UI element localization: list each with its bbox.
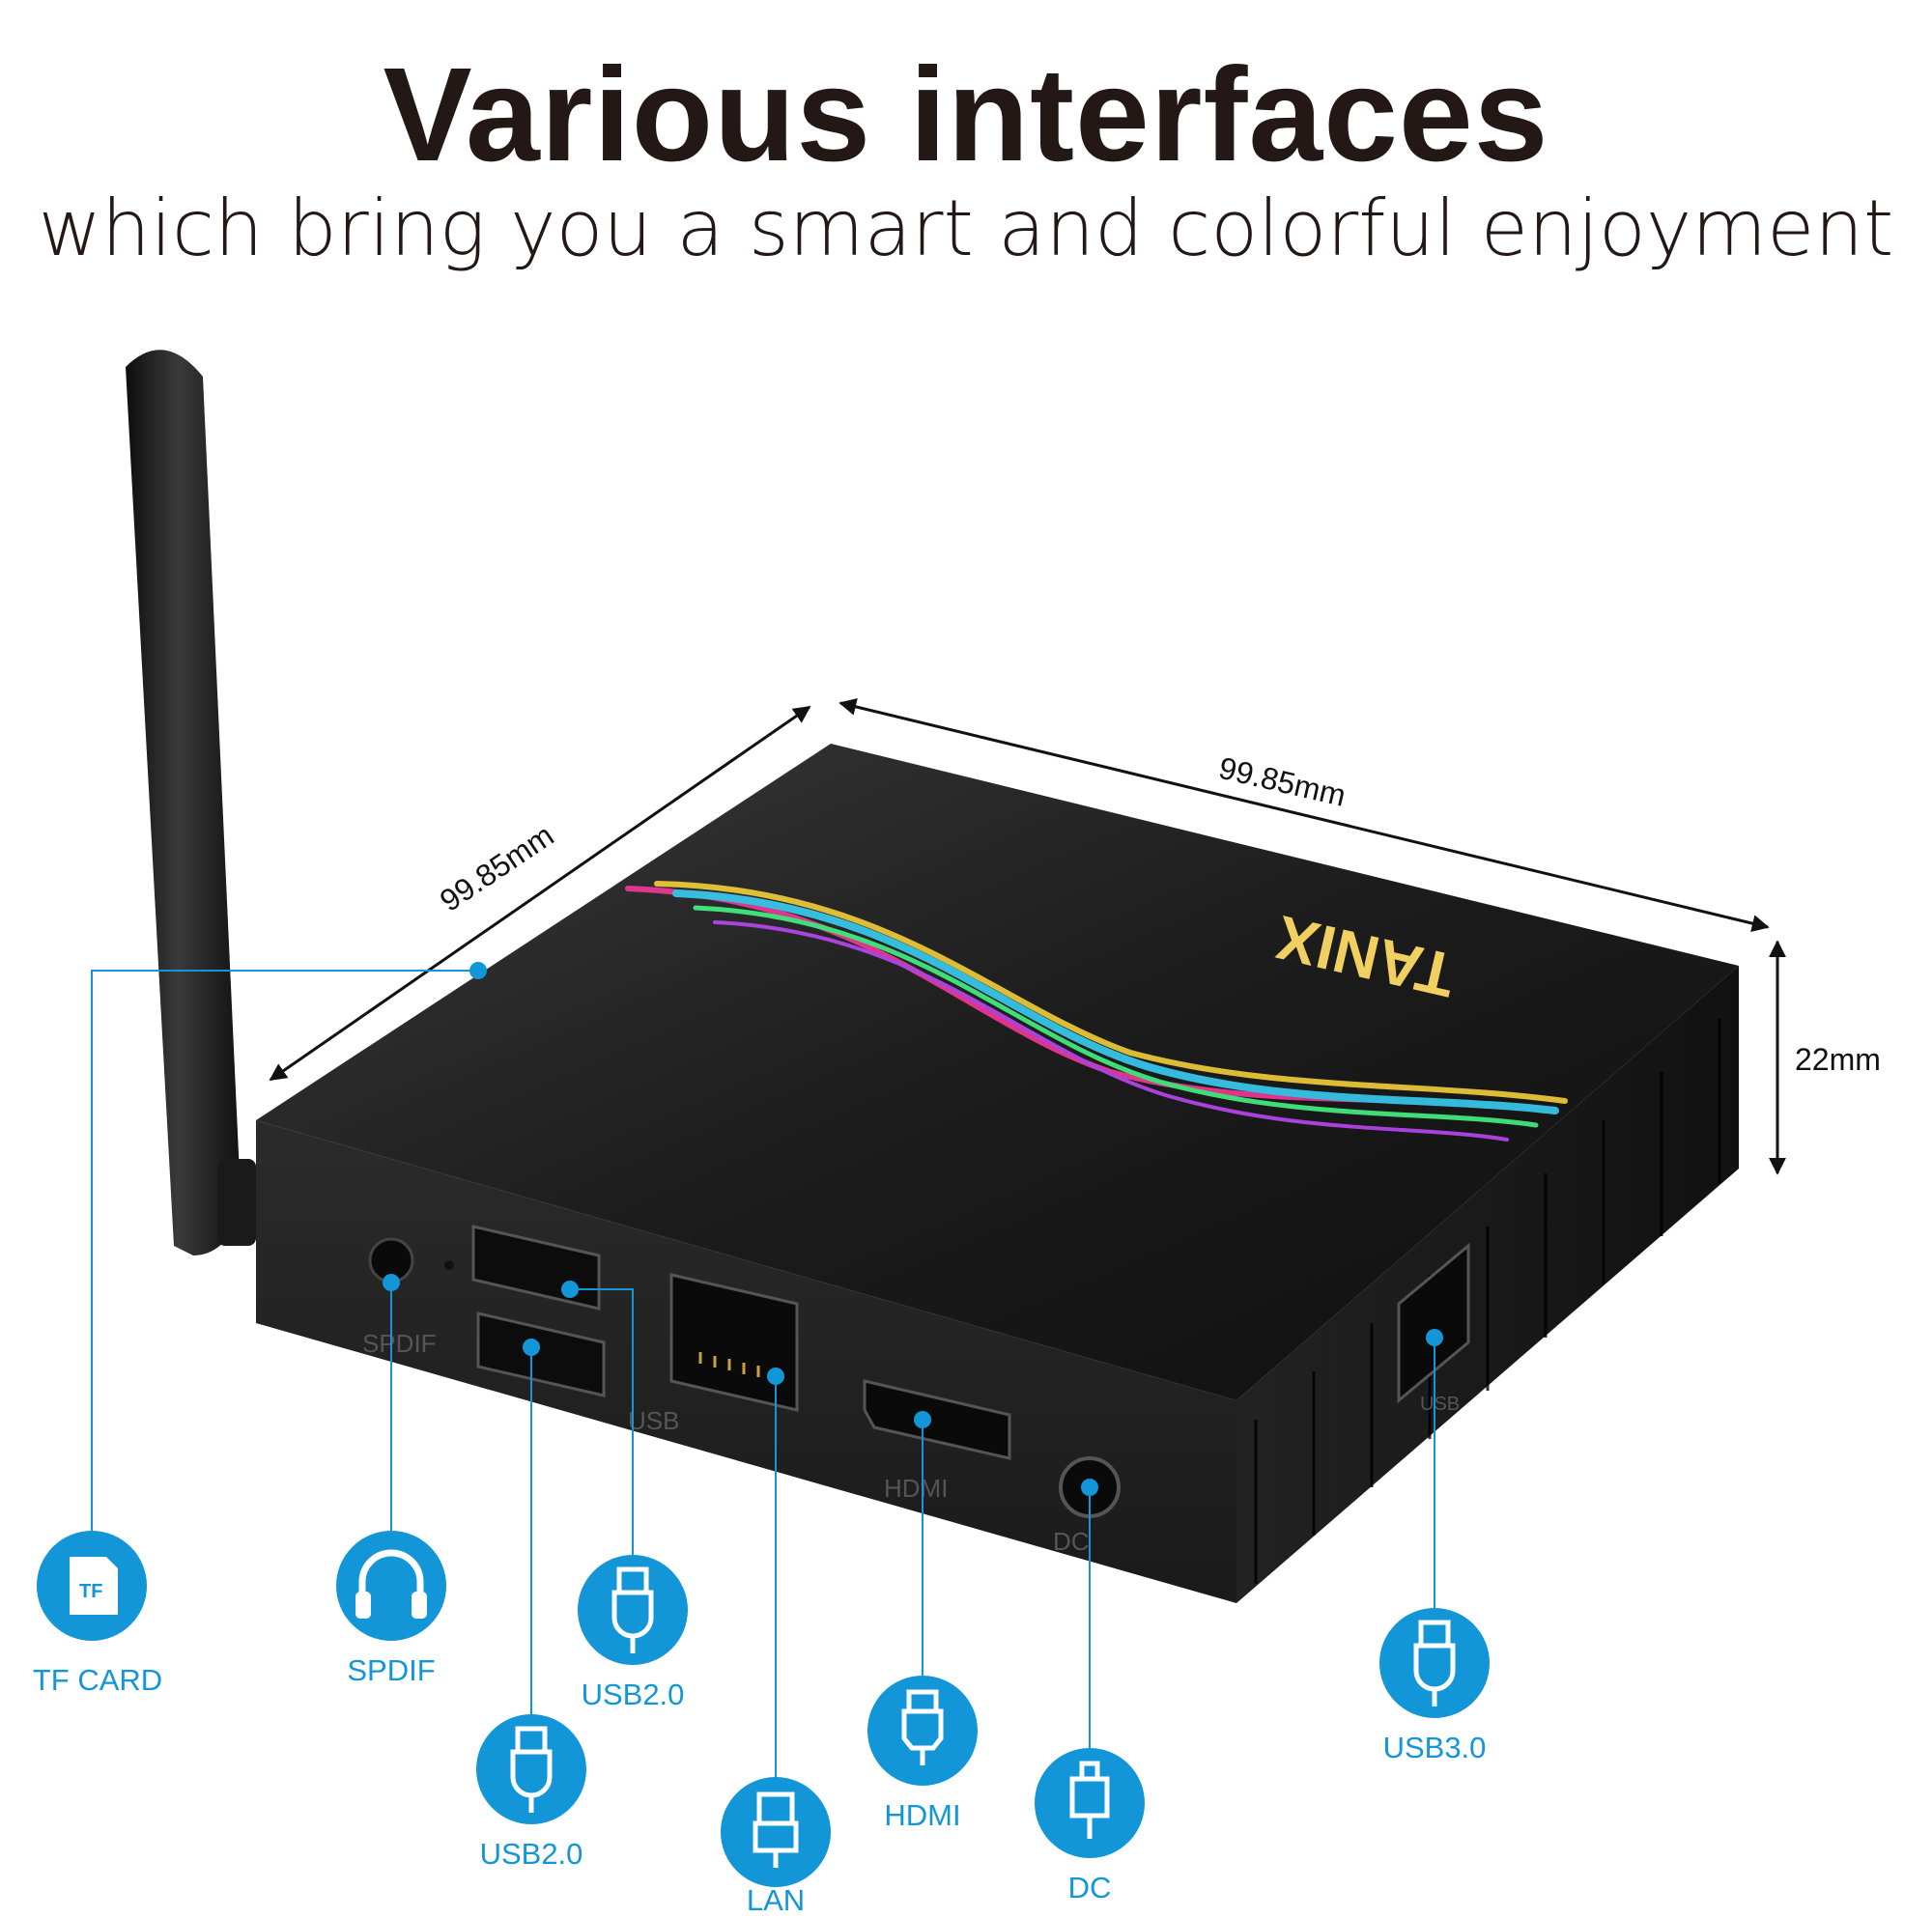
usb-plug-icon (1413, 1620, 1456, 1706)
port-badge-usb3 (1379, 1608, 1490, 1718)
port-label-usb2-lower: USB2.0 (479, 1837, 583, 1871)
usb-plug-icon (510, 1726, 553, 1813)
port-badge-dc (1035, 1748, 1145, 1858)
port-badge-usb2b (476, 1714, 586, 1824)
tf-card-icon (70, 1557, 118, 1615)
hdmi-port (863, 1379, 1011, 1460)
print-hdmi: HDMI (884, 1474, 948, 1503)
port-label-usb3: USB3.0 (1382, 1731, 1487, 1764)
page-subtitle: which bring you a smart and colorful enj… (38, 183, 1894, 273)
port-badge-spdif (336, 1531, 446, 1641)
usb-port-bottom (476, 1312, 606, 1397)
dc-plug-icon (1069, 1761, 1110, 1839)
port-label-tf-card: TF CARD (32, 1663, 163, 1697)
page-title: Various interfaces (383, 41, 1549, 189)
dimension-lines (269, 698, 1786, 1175)
port-label-lan: LAN (746, 1883, 806, 1917)
usb-plug-icon (611, 1566, 654, 1653)
print-dc: DC (1053, 1527, 1090, 1556)
ethernet-plug-icon (753, 1791, 799, 1868)
svg-text:TF: TF (79, 1581, 102, 1602)
headphones-icon (358, 1549, 424, 1603)
port-badge-usb2a (578, 1555, 688, 1665)
port-badge-lan (721, 1777, 831, 1887)
port-label-usb2-upper: USB2.0 (581, 1678, 685, 1711)
hdmi-plug-icon (901, 1689, 944, 1765)
port-label-dc: DC (1067, 1871, 1112, 1904)
antenna (126, 350, 256, 1255)
port-badge-tf: TF (37, 1531, 147, 1641)
port-label-hdmi: HDMI (884, 1798, 961, 1832)
lan-port (669, 1273, 799, 1412)
leader-lines (91, 970, 1435, 1777)
height-dimension: 22mm (1795, 1042, 1881, 1077)
print-spdif: SPDIF (362, 1329, 437, 1358)
print-usb: USB (628, 1406, 679, 1435)
depth-dimension: 99.85mm (434, 817, 560, 917)
print-side-usb: USB (1420, 1394, 1460, 1415)
side-usb-port (1397, 1242, 1470, 1404)
port-label-spdif: SPDIF (347, 1653, 436, 1687)
width-dimension: 99.85mm (1215, 750, 1349, 813)
port-badge-hdmi (867, 1676, 978, 1786)
